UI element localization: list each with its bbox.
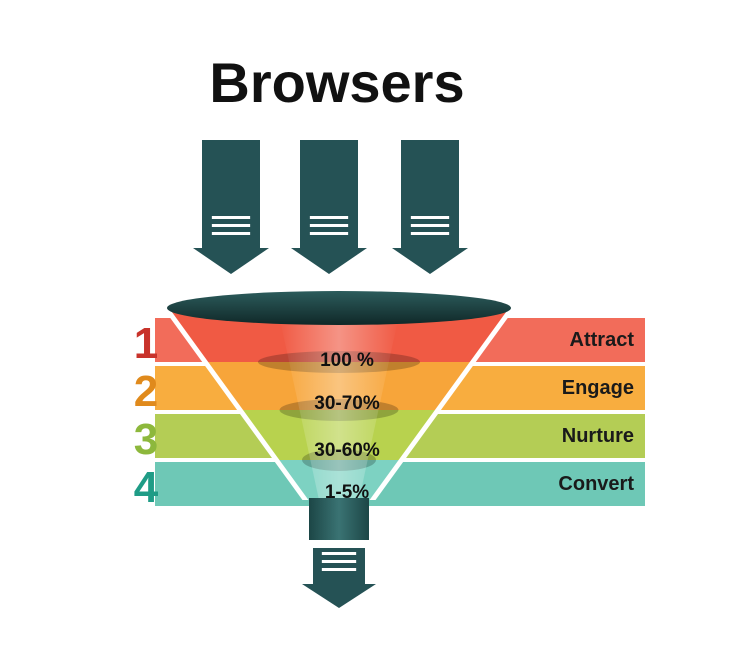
stage-number: 3 (134, 415, 158, 464)
down-arrow-icon (291, 140, 367, 274)
stage-row-convert: 4 Convert (134, 462, 645, 512)
funnel-rim (167, 291, 511, 325)
stage-number: 2 (134, 367, 158, 416)
list-lines-icon (211, 216, 251, 235)
funnel: 100 % 30-70% 30-60% 1-5% (163, 291, 515, 540)
stage-percent: 1-5% (325, 482, 369, 503)
input-arrow-2 (291, 140, 367, 274)
output-arrow (302, 548, 376, 608)
stage-number: 1 (134, 319, 158, 368)
funnel-shine (279, 315, 399, 500)
input-arrows (193, 140, 468, 274)
stage-label: Nurture (562, 425, 634, 447)
stage-label: Convert (558, 473, 634, 495)
stage-number: 4 (134, 463, 159, 512)
input-arrow-1 (193, 140, 269, 274)
stage-percent: 30-70% (314, 393, 380, 414)
stage-percent: 100 % (320, 350, 374, 371)
down-arrow-icon (392, 140, 468, 274)
funnel-neck (309, 498, 369, 540)
list-lines-icon (410, 216, 450, 235)
stage-band (155, 462, 645, 506)
diagram-title: Browsers (209, 51, 464, 114)
input-arrow-3 (392, 140, 468, 274)
down-arrow-icon (302, 548, 376, 608)
stage-percent: 30-60% (314, 440, 380, 461)
list-lines-icon (321, 552, 357, 571)
down-arrow-icon (193, 140, 269, 274)
stage-label: Engage (562, 377, 634, 399)
stage-label: Attract (570, 329, 635, 351)
output-down-arrow (302, 548, 376, 608)
list-lines-icon (309, 216, 349, 235)
